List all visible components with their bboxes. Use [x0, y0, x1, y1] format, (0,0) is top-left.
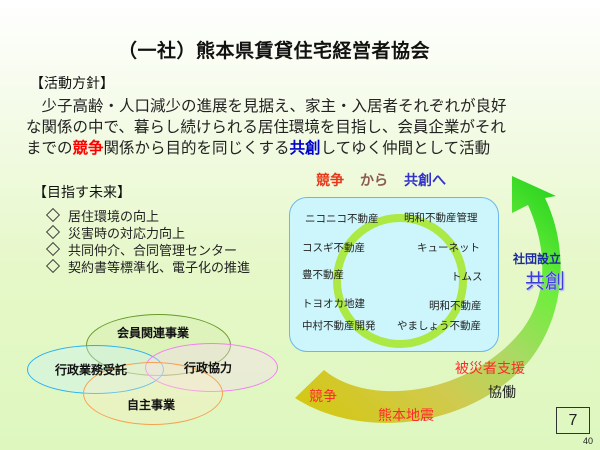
goals-list: 居住環境の向上 災害時の対応力向上 共同仲介、合同管理センター 契約書等標準化、…: [45, 207, 251, 277]
member-company: ニコニコ不動産: [305, 213, 379, 225]
diamond-bullet-icon: [45, 224, 61, 240]
venn-ellipse-independent-business: [83, 362, 223, 425]
member-company: トヨオカ地建: [302, 298, 365, 310]
member-company: コスギ不動産: [302, 242, 365, 254]
goal-text: 共同仲介、合同管理センター: [68, 244, 238, 259]
venn-label-government-contract: 行政業務受託: [55, 363, 128, 377]
heading-co-creation: 共創へ: [404, 173, 446, 189]
policy-line-3-post: してゆく仲間として活動: [320, 139, 491, 157]
goal-item: 契約書等標準化、電子化の推進: [45, 258, 251, 277]
goal-item: 共同仲介、合同管理センター: [45, 241, 250, 260]
goal-item: 災害時の対応力向上: [45, 224, 250, 243]
cooperation-label: 協働: [488, 385, 516, 401]
heading-kara: から: [360, 173, 388, 189]
disaster-support-label: 被災者支援: [455, 361, 525, 377]
member-company: やましょう不動産: [397, 320, 481, 332]
policy-line-2: な関係の中で、暮らし続けられる居住環境を目指し、会員企業がそれ: [26, 118, 506, 136]
policy-line-3-mid: 関係から目的を同じくする: [103, 139, 290, 157]
policy-line-1: 少子高齢・人口減少の進展を見据え、家主・入居者それぞれが良好: [26, 97, 507, 115]
policy-label: 【活動方針】: [30, 76, 114, 92]
member-company: トムス: [451, 271, 483, 283]
unity-ring-graphic: [333, 214, 467, 348]
member-company: 中村不動産開発: [302, 320, 376, 332]
goal-text: 災害時の対応力向上: [68, 227, 186, 242]
venn-label-independent-business: 自主事業: [127, 398, 176, 412]
member-company: 明和不動産: [429, 300, 482, 312]
diamond-bullet-icon: [45, 258, 61, 274]
transition-heading: 競争から共創へ: [316, 170, 446, 190]
slide-count: 40: [583, 436, 594, 446]
goal-text: 契約書等標準化、電子化の推進: [68, 261, 251, 276]
establishment-label: 社団設立: [513, 252, 562, 266]
page-title: （一社）熊本県賃貸住宅経営者協会: [118, 40, 431, 62]
co-creation-label: 共創: [525, 269, 565, 293]
competition-emphasis: 競争: [72, 139, 104, 157]
earthquake-label: 熊本地震: [378, 408, 434, 424]
policy-text: 少子高齢・人口減少の進展を見据え、家主・入居者それぞれが良好 な関係の中で、暮ら…: [26, 96, 566, 159]
diamond-bullet-icon: [45, 241, 61, 257]
member-company: 明和不動産管理: [404, 212, 478, 224]
goals-label: 【目指す未来】: [33, 185, 131, 201]
heading-competition: 競争: [316, 173, 344, 189]
venn-label-government-cooperation: 行政協力: [184, 361, 233, 375]
co-creation-emphasis: 共創: [289, 139, 321, 157]
member-company: 豊不動産: [302, 269, 344, 281]
page-number-box: 7: [556, 407, 590, 434]
venn-label-member-business: 会員関連事業: [117, 326, 190, 340]
diamond-bullet-icon: [45, 207, 61, 223]
competition-label: 競争: [309, 389, 337, 405]
policy-line-3: までの競争関係から目的を同じくする共創してゆく仲間として活動: [26, 138, 566, 159]
member-company: キューネット: [417, 242, 480, 254]
goal-text: 居住環境の向上: [68, 210, 160, 225]
policy-line-3-pre: までの: [26, 139, 73, 157]
goal-item: 居住環境の向上: [45, 207, 250, 226]
